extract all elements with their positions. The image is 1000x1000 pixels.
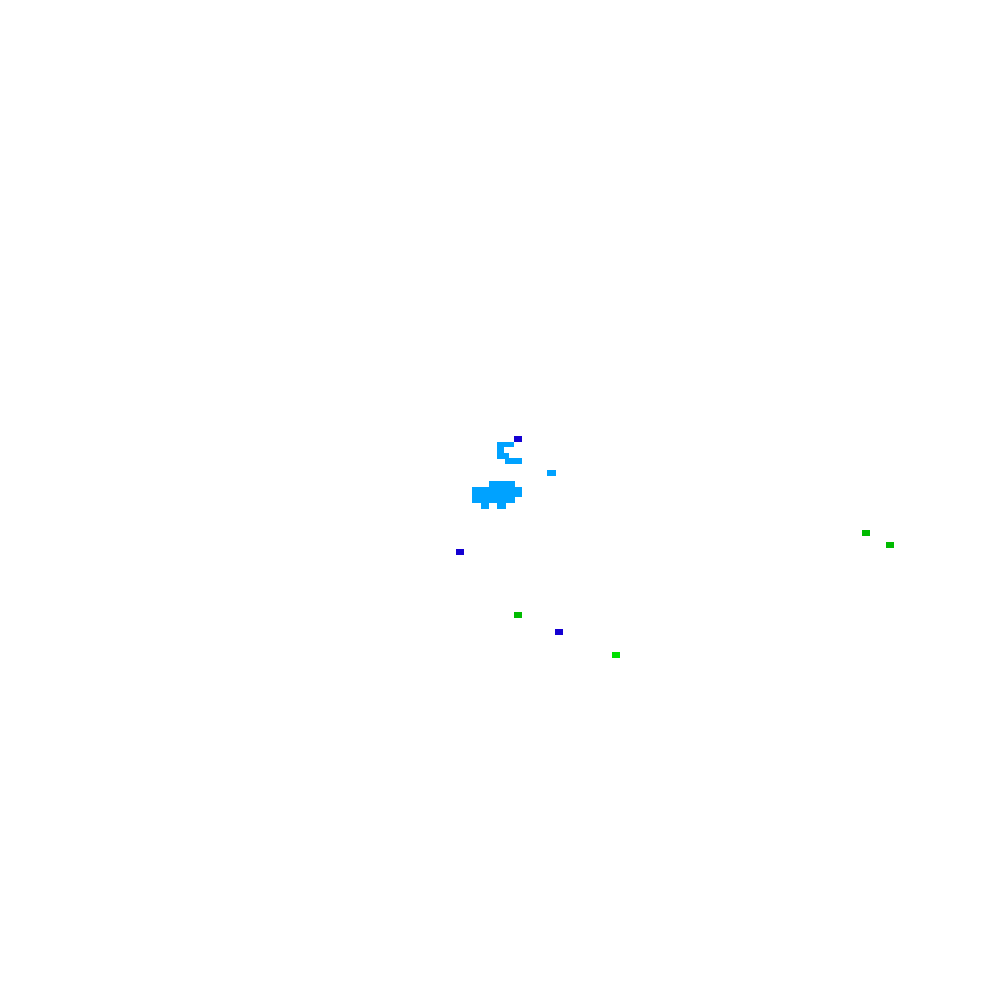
c-bottom-bar [505, 458, 522, 464]
light-blue-pixel [547, 470, 556, 476]
blob-middle [472, 487, 522, 497]
dark-blue-pixel-bottom [555, 629, 563, 635]
blob-foot-left [481, 503, 489, 509]
c-top-bar [497, 442, 514, 447]
blob-foot-right [497, 503, 506, 509]
c-connector [497, 453, 509, 459]
green-pixel-right-upper [862, 530, 870, 536]
blob-lower [472, 497, 515, 503]
green-pixel-right-lower [886, 542, 894, 548]
light-blue-c-cluster [497, 442, 522, 464]
light-blue-blob [472, 481, 522, 509]
dark-blue-pixel-top [514, 436, 522, 442]
dark-blue-pixel-left [456, 549, 464, 555]
c-left-bar [497, 442, 504, 458]
green-pixel-left [514, 612, 522, 618]
blob-top [489, 481, 515, 487]
bright-green-pixel [612, 652, 620, 658]
